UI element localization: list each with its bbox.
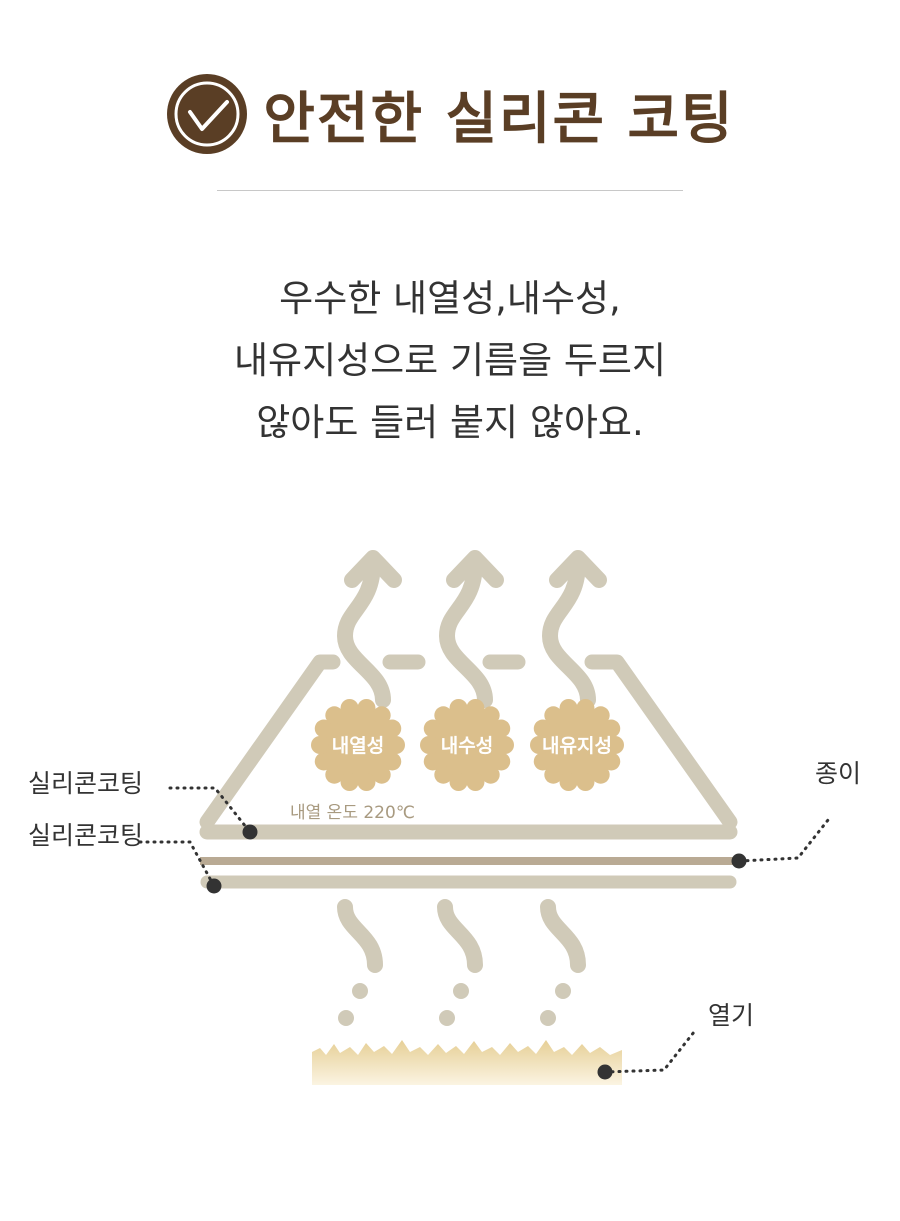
check-circle-icon [167, 74, 248, 154]
leader-line [603, 1030, 696, 1074]
badge-label: 내열성 [332, 735, 384, 757]
label-coating-top: 실리콘코팅 [28, 769, 144, 798]
lid-right [584, 654, 738, 830]
label-heat: 열기 [708, 1001, 755, 1030]
description-line: 우수한 내열성,내수성, [279, 277, 621, 320]
divider [217, 190, 683, 191]
leader-dot [731, 853, 747, 869]
flame-icon [312, 1040, 622, 1085]
label-paper: 종이 [815, 759, 862, 788]
leader-line [738, 818, 830, 863]
label-coating-bottom: 실리콘코팅 [28, 821, 144, 850]
description-line: 내유지성으로 기름을 두르지 [233, 339, 666, 382]
leader-line [168, 786, 252, 834]
leader-dot [242, 824, 258, 840]
leader-dot [597, 1064, 613, 1080]
heat-dots [338, 983, 571, 1026]
header: 안전한 실리콘 코팅 [0, 72, 900, 156]
steam-arrow-icon [439, 550, 504, 708]
heat-wave [337, 899, 383, 973]
badge-label: 내수성 [441, 735, 493, 757]
badge-1: 내열성 [311, 698, 405, 792]
temperature-label: 내열 온도 220℃ [290, 803, 415, 823]
leader-line [138, 840, 216, 888]
badge-label: 내유지성 [542, 735, 612, 757]
heat-wave [437, 899, 483, 973]
steam-arrow-icon [337, 550, 402, 708]
heat-wave [540, 899, 586, 973]
lid-left [199, 654, 341, 830]
description-line: 않아도 들러 붙지 않아요. [256, 401, 644, 444]
steam-arrow-icon [542, 550, 607, 708]
leader-dot [206, 878, 222, 894]
badge-2: 내수성 [420, 698, 514, 792]
badge-3: 내유지성 [530, 698, 624, 792]
page-title: 안전한 실리콘 코팅 [263, 85, 735, 152]
description: 우수한 내열성,내수성, 내유지성으로 기름을 두르지 않아도 들러 붙지 않아… [0, 268, 900, 454]
